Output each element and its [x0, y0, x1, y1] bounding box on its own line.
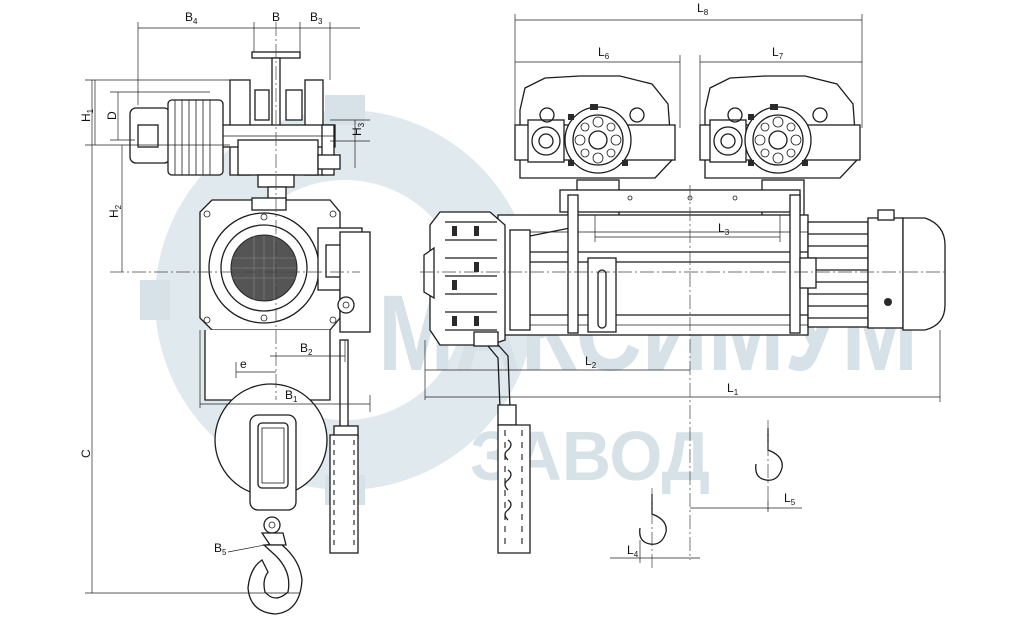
dim-label-L8: L8	[697, 1, 709, 17]
dim-label-H2: H2	[107, 204, 123, 218]
dim-label-L5: L5	[784, 491, 796, 507]
dim-label-L7: L7	[772, 45, 784, 61]
control-pendant	[329, 434, 359, 554]
dim-label-D: D	[105, 111, 119, 120]
hoist-motor	[799, 209, 946, 331]
trolley-frame	[214, 79, 341, 176]
hook-symbol-2	[639, 488, 667, 570]
end-view	[85, 22, 371, 615]
dimension-labels: B4 B B3 H1 D H3 H2 C e B2 B1 B5 L8 L6 L7…	[79, 1, 796, 559]
dim-label-H1: H1	[79, 108, 95, 122]
hook-symbol-1	[755, 420, 783, 510]
dim-label-B2: B2	[300, 341, 313, 357]
dim-label-e: e	[240, 357, 247, 371]
side-view-dimensions	[420, 14, 945, 563]
limit-switch	[317, 227, 371, 333]
dim-label-H3: H3	[350, 122, 366, 136]
dim-label-B3: B3	[310, 10, 323, 26]
dim-label-L1: L1	[727, 381, 739, 397]
trolley-unit-left	[514, 75, 676, 219]
dim-label-L2: L2	[585, 354, 597, 370]
hoist-drum	[497, 194, 810, 336]
dim-label-L6: L6	[598, 45, 610, 61]
dim-label-B1: B1	[285, 388, 298, 404]
gear-housing	[423, 211, 506, 346]
dim-label-L4: L4	[627, 543, 639, 559]
side-view	[420, 14, 946, 570]
travel-motor	[129, 99, 224, 176]
dim-label-C: C	[79, 449, 93, 458]
hook-block	[214, 383, 328, 615]
dim-label-B4: B4	[185, 10, 198, 26]
pendant-cable	[473, 331, 511, 409]
side-control-pendant	[497, 404, 531, 554]
dim-label-B: B	[272, 10, 280, 24]
dim-label-L3: L3	[718, 221, 730, 237]
dim-label-B5: B5	[214, 541, 227, 557]
hoist-body	[199, 197, 341, 331]
end-view-dimensions	[85, 22, 371, 594]
